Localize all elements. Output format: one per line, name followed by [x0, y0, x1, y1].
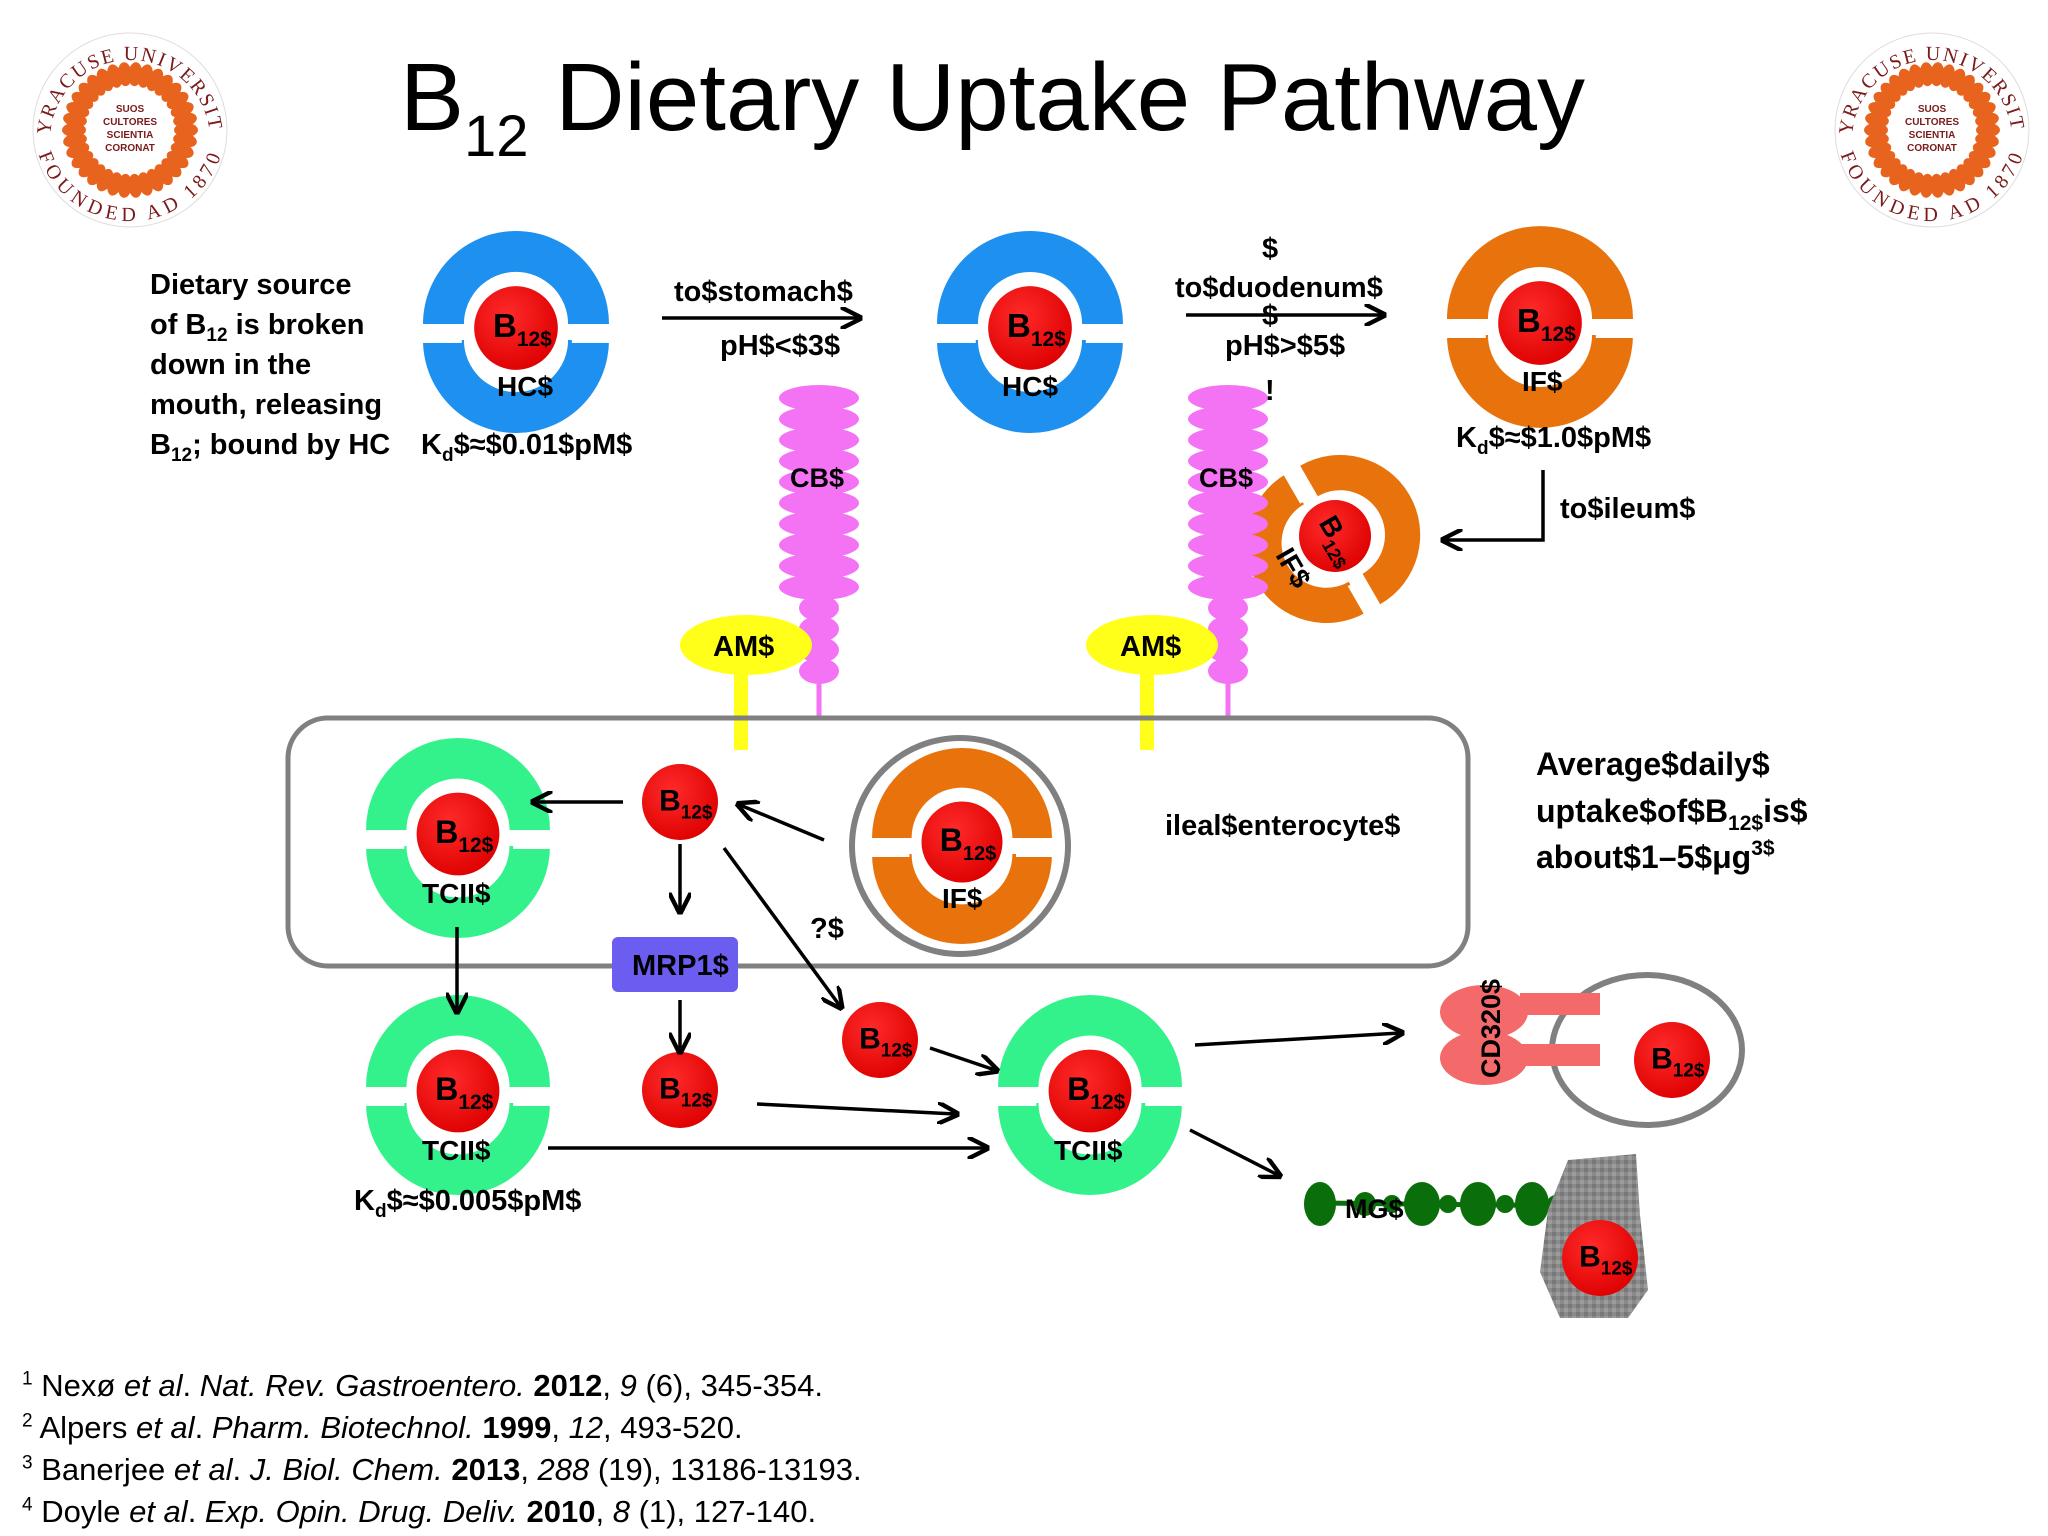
svg-text:uptake$of$B12$is$: uptake$of$B12$is$	[1536, 793, 1808, 835]
reference-4: 4 Doyle et al. Exp. Opin. Drug. Deliv. 2…	[22, 1494, 817, 1529]
tcii-b12-complex-blood-b12: B12$	[416, 1049, 500, 1133]
syracuse-seal-left: SYRACUSE UNIVERSITYFOUNDED AD 1870SUOSCU…	[32, 32, 228, 228]
kd-labels: Kd$≈$0.01$pM$ Kd$≈$1.0$pM$ Kd$≈$0.005$pM…	[354, 422, 1651, 1222]
free-b12-unknown: B12$	[842, 1002, 918, 1078]
svg-text:about$1–5$μg3$: about$1–5$μg3$	[1536, 837, 1775, 875]
stray-dollar-mid: $	[1262, 300, 1278, 332]
to-duodenum-label: to$duodenum$	[1175, 272, 1383, 304]
stray-dollar-top: $	[1262, 233, 1278, 265]
ph-stomach-label: pH$<$3$	[720, 330, 840, 362]
svg-text:CD320$: CD320$	[1476, 979, 1506, 1078]
svg-text:B12$: B12$	[493, 307, 552, 351]
svg-text:B12$: B12$	[659, 784, 713, 823]
pathway-arrows	[457, 315, 1545, 1175]
tcii-b12-complex-center-label: TCII$	[1054, 1135, 1123, 1166]
svg-text:B12$: B12$	[1067, 1071, 1125, 1114]
svg-text:B12$: B12$	[859, 1022, 913, 1061]
svg-text:B12$: B12$	[1651, 1042, 1705, 1081]
svg-text:CULTORES: CULTORES	[1905, 117, 1959, 128]
amnionless-left: AM$	[680, 615, 812, 750]
svg-text:SUOS: SUOS	[116, 104, 145, 115]
syracuse-seal-right: SYRACUSE UNIVERSITYFOUNDED AD 1870SUOSCU…	[1834, 32, 2030, 228]
if-b12-complex-bound-b12: B12$	[1299, 500, 1371, 572]
hc-b12-complex-stomach: B12$ HC$	[933, 231, 1129, 433]
free-b12-mrp1: B12$	[642, 1052, 718, 1128]
unknown-transport-label: ?$	[810, 913, 844, 945]
free-b12-megalin: B12$	[1562, 1220, 1638, 1296]
if-b12-complex-endosome-b12: B12$	[921, 801, 1003, 883]
free-b12-cd320: B12$	[1634, 1022, 1710, 1098]
free-b12-cell: B12$	[642, 764, 718, 840]
svg-text:B12$: B12$	[1517, 302, 1576, 346]
svg-text:of B12 is broken: of B12 is broken	[150, 309, 365, 346]
transit-labels: to$stomach$ pH$<$3$ $ to$duodenum$ $ pH$…	[674, 233, 1695, 945]
enterocyte-label: ileal$enterocyte$	[1165, 810, 1400, 842]
reference-1: 1 Nexø et al. Nat. Rev. Gastroentero. 20…	[22, 1368, 823, 1403]
tcii-b12-complex-center: B12$ TCII$	[994, 995, 1188, 1195]
tcii-b12-complex-center-b12: B12$	[1048, 1049, 1132, 1133]
svg-text:Average$daily$: Average$daily$	[1536, 746, 1770, 782]
cd320-receptor: CD320$	[1440, 979, 1600, 1085]
if-b12-complex-endosome: B12$ IF$	[868, 748, 1058, 944]
if-b12-complex-duodenum-label: IF$	[1522, 366, 1563, 397]
kd-tcii: Kd$≈$0.005$pM$	[354, 1185, 581, 1222]
svg-text:AM$: AM$	[713, 631, 774, 663]
tcii-b12-complex-cell-b12: B12$	[416, 792, 500, 876]
svg-text:MRP1$: MRP1$	[632, 950, 729, 982]
stray-exclamation: !	[1265, 375, 1275, 407]
if-b12-complex-duodenum-b12: B12$	[1498, 281, 1582, 365]
megalin-receptor: MG$	[1304, 1182, 1596, 1226]
svg-text:Dietary source: Dietary source	[150, 269, 352, 301]
if-b12-complex-endosome-label: IF$	[942, 883, 983, 914]
to-stomach-label: to$stomach$	[674, 276, 853, 308]
hc-b12-complex-mouth: B12$ HC$	[419, 231, 615, 433]
cb-label-left: CB$	[790, 463, 844, 493]
cb-label-right: CB$	[1199, 463, 1253, 493]
hc-b12-complex-mouth-b12: B12$	[474, 286, 558, 370]
tcii-b12-complex-cell: B12$ TCII$	[362, 738, 556, 938]
svg-text:SUOS: SUOS	[1918, 104, 1947, 115]
svg-text:MG$: MG$	[1345, 1194, 1404, 1224]
hc-b12-complex-stomach-b12: B12$	[988, 286, 1072, 370]
svg-text:B12$: B12$	[1579, 1240, 1633, 1279]
title-subscript: 12	[464, 104, 529, 169]
ileal-enterocyte-cell	[285, 715, 1471, 969]
svg-text:B12$: B12$	[659, 1072, 713, 1111]
svg-text:CORONAT: CORONAT	[1907, 143, 1957, 154]
cubilin-receptor-right	[1188, 385, 1268, 720]
svg-text:down in the: down in the	[150, 349, 311, 381]
ph-duodenum-label: pH$>$5$	[1225, 330, 1345, 362]
svg-text:B12$: B12$	[435, 814, 493, 857]
reference-2: 2 Alpers et al. Pharm. Biotechnol. 1999,…	[22, 1410, 743, 1445]
hc-b12-complex-mouth-label: HC$	[497, 371, 553, 402]
if-b12-complex-bound: B12$IF$	[1246, 455, 1421, 623]
endosome-vesicle	[849, 735, 1071, 957]
svg-text:CORONAT: CORONAT	[105, 143, 155, 154]
tcii-b12-complex-blood: B12$ TCII$	[362, 995, 556, 1195]
amnionless-right: AM$	[1086, 615, 1218, 750]
svg-text:SCIENTIA: SCIENTIA	[107, 130, 154, 141]
cubilin-receptor-left	[779, 385, 859, 720]
svg-text:B12; bound by HC: B12; bound by HC	[150, 429, 390, 466]
svg-text:B12$: B12$	[940, 822, 996, 865]
mrp1-transporter: MRP1$	[612, 937, 738, 992]
svg-text:mouth, releasing: mouth, releasing	[150, 389, 382, 421]
page-title: B12 Dietary Uptake Pathway	[400, 44, 1585, 169]
kd-if: Kd$≈$1.0$pM$	[1456, 422, 1651, 459]
svg-text:CULTORES: CULTORES	[103, 117, 157, 128]
tcii-b12-complex-blood-label: TCII$	[422, 1135, 491, 1166]
tcii-b12-complex-cell-label: TCII$	[422, 878, 491, 909]
svg-text:B12$: B12$	[435, 1071, 493, 1114]
intro-text: Dietary source of B12 is broken down in …	[150, 269, 390, 466]
svg-text:AM$: AM$	[1120, 631, 1181, 663]
daily-uptake-note: Average$daily$ uptake$of$B12$is$ about$1…	[1536, 746, 1808, 875]
svg-text:SCIENTIA: SCIENTIA	[1909, 130, 1956, 141]
if-b12-complex-duodenum: B12$ IF$	[1443, 226, 1639, 428]
svg-text:B12$: B12$	[1007, 307, 1066, 351]
kd-hc: Kd$≈$0.01$pM$	[421, 429, 632, 466]
reference-3: 3 Banerjee et al. J. Biol. Chem. 2013, 2…	[22, 1452, 862, 1487]
to-ileum-label: to$ileum$	[1560, 493, 1695, 525]
hc-b12-complex-stomach-label: HC$	[1002, 371, 1058, 402]
